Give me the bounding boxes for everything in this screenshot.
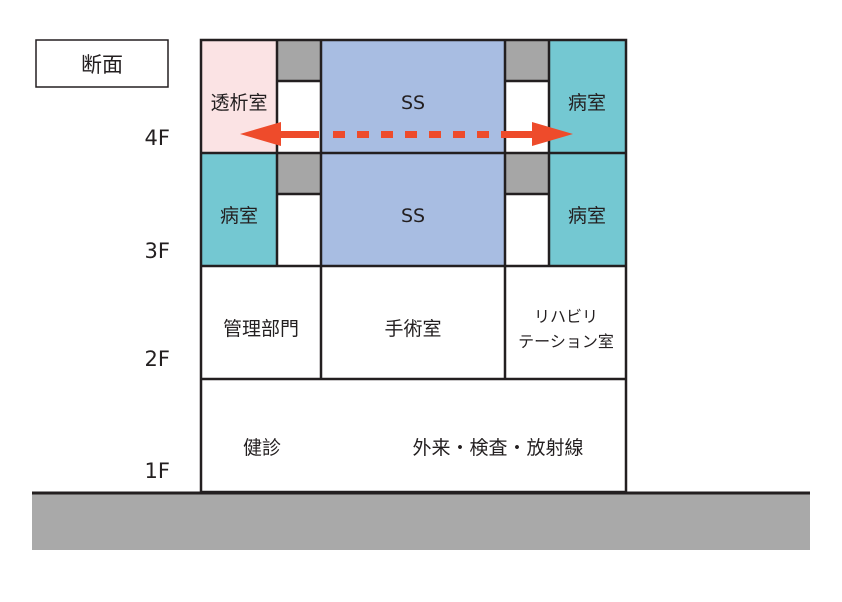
floor-label-4f: 4F <box>145 126 170 150</box>
core-3f-right-gray <box>505 153 549 194</box>
room-ss-3f <box>321 153 505 266</box>
floor-label-3f: 3F <box>145 239 170 263</box>
room-label-ward-4f-right: 病室 <box>568 92 606 114</box>
ground <box>32 493 810 550</box>
room-label-ss-3f: SS <box>401 205 425 227</box>
connection-arrow <box>240 122 573 146</box>
room-ward-3f-right <box>549 153 626 266</box>
room-ward-3f-left <box>201 153 277 266</box>
arrow-head-left <box>240 122 281 146</box>
room-label-rehab-line1: リハビリ <box>534 307 598 326</box>
room-label-ward-3f-right: 病室 <box>568 205 606 227</box>
room-label-admin: 管理部門 <box>223 318 299 340</box>
room-label-ward-3f-left: 病室 <box>220 205 258 227</box>
title-label: 断面 <box>81 53 123 77</box>
room-label-outpatient: 外来・検査・放射線 <box>412 437 583 459</box>
floor-label-1f: 1F <box>145 459 170 483</box>
core-3f-left-gray <box>277 153 321 194</box>
floor-label-2f: 2F <box>145 347 170 371</box>
core-4f-left-gray <box>277 40 321 81</box>
room-label-dialysis: 透析室 <box>210 92 267 114</box>
room-label-ss-4f: SS <box>401 92 425 114</box>
building-outline <box>199 38 628 494</box>
room-label-rehab-line2: テーション室 <box>518 332 614 351</box>
core-4f-right-gray <box>505 40 549 81</box>
title-box <box>35 39 169 88</box>
room-label-checkup: 健診 <box>243 437 281 459</box>
room-label-surgery: 手術室 <box>384 318 441 340</box>
arrow-head-right <box>532 122 573 146</box>
